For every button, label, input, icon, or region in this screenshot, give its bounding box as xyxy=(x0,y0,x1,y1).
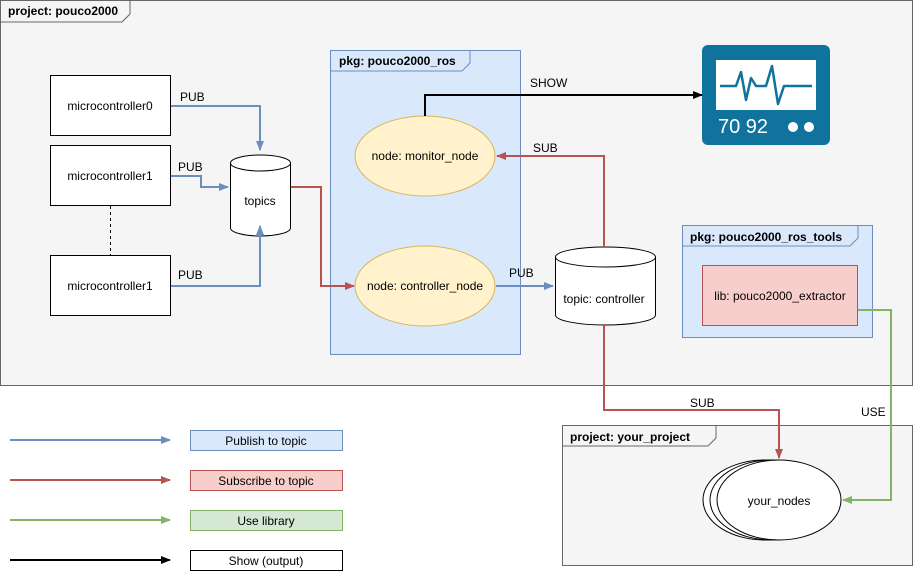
your-nodes-label: your_nodes xyxy=(748,494,811,508)
topic-controller-database: topic: controller xyxy=(555,246,656,326)
legend-show-output: Show (output) xyxy=(10,550,343,571)
edge-pub-controller-label: PUB xyxy=(509,266,534,280)
microcontroller1-label: microcontroller1 xyxy=(67,169,153,183)
monitor-values: 70 92 xyxy=(718,116,768,138)
pkg-pouco2000-ros-tools-frame: pkg: pouco2000_ros_tools lib: pouco2000_… xyxy=(682,225,873,338)
microcontroller1-second-label: microcontroller1 xyxy=(67,279,153,293)
monitor-dot-2 xyxy=(804,122,814,132)
edge-pub-mc1-label: PUB xyxy=(178,160,203,174)
edge-show-monitor-node-to-display xyxy=(424,91,703,116)
legend-use-library: Use library xyxy=(10,510,343,531)
edge-sub-topic-to-your-nodes xyxy=(603,324,783,459)
edge-sub-monitor-label: SUB xyxy=(533,141,558,155)
edge-pub-mc2-to-topics xyxy=(171,225,264,287)
legend-publish-label: Publish to topic xyxy=(225,434,306,448)
controller-node: node: controller_node xyxy=(354,245,496,327)
monitor-node: node: monitor_node xyxy=(354,115,496,197)
edge-pub-mc0-to-topics xyxy=(171,105,264,151)
legend-subscribe-swatch xyxy=(190,470,343,491)
microcontroller1-box: microcontroller1 xyxy=(50,145,171,206)
topics-label: topics xyxy=(244,194,275,208)
edge-sub-your-nodes-label: SUB xyxy=(690,396,715,410)
edge-use-label: USE xyxy=(861,405,886,419)
monitor-node-label: node: monitor_node xyxy=(372,149,479,163)
edge-pub-mc2-label: PUB xyxy=(178,268,203,282)
your-nodes-stack: your_nodes xyxy=(702,459,842,541)
edge-pub-mc1-to-topics xyxy=(171,175,229,191)
legend-publish-swatch xyxy=(190,430,343,451)
legend-show-output-label: Show (output) xyxy=(229,554,304,568)
topics-database: topics xyxy=(230,154,291,237)
monitor-dot-1 xyxy=(788,122,798,132)
controller-node-label: node: controller_node xyxy=(367,279,483,293)
extractor-lib-label: lib: pouco2000_extractor xyxy=(714,289,845,303)
heartbeat-line xyxy=(720,64,812,106)
legend-use-library-swatch xyxy=(190,510,343,531)
legend-subscribe-label: Subscribe to topic xyxy=(218,474,313,488)
project-pouco2000-title: project: pouco2000 xyxy=(8,4,118,18)
microcontroller0-label: microcontroller0 xyxy=(67,99,153,113)
extractor-lib-box xyxy=(702,265,858,326)
legend-subscribe: Subscribe to topic xyxy=(10,470,343,491)
edge-show-label: SHOW xyxy=(530,76,568,90)
legend: Publish to topic Subscribe to topic Use … xyxy=(10,430,343,571)
pkg-pouco2000-ros-tools-title: pkg: pouco2000_ros_tools xyxy=(690,230,842,244)
microcontroller1-second-box: microcontroller1 xyxy=(50,255,171,316)
project-your-project-title: project: your_project xyxy=(570,430,690,444)
legend-publish: Publish to topic xyxy=(10,430,343,451)
edge-use-extractor-to-your-nodes xyxy=(842,309,892,504)
microcontroller0-box: microcontroller0 xyxy=(50,75,171,136)
pkg-pouco2000-ros-title: pkg: pouco2000_ros xyxy=(339,54,456,68)
edge-pub-mc0-label: PUB xyxy=(180,90,205,104)
topic-controller-label: topic: controller xyxy=(563,292,644,306)
monitor-display-icon: 70 92 xyxy=(702,45,830,145)
edge-sub-topics-to-controller-node xyxy=(291,186,355,290)
legend-use-library-label: Use library xyxy=(237,514,294,528)
edge-sub-topic-to-monitor-node xyxy=(496,152,605,247)
